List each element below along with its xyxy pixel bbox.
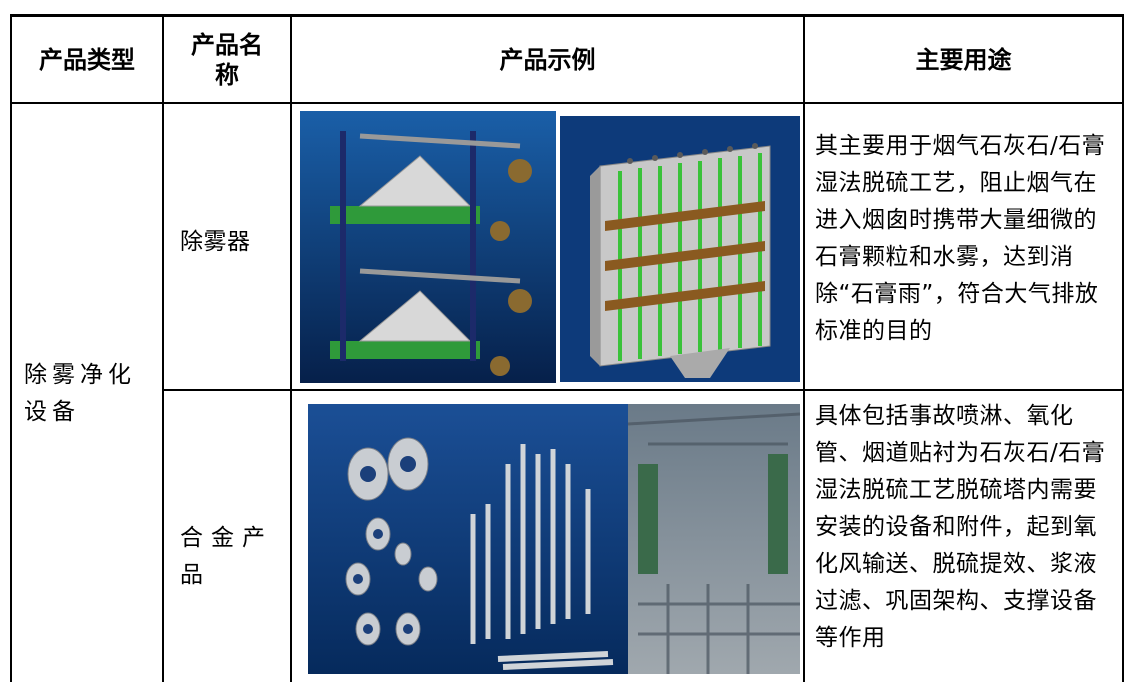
row1-usage: 其主要用于烟气石灰石/石膏湿法脱硫工艺，阻止烟气在进入烟囱时携带大量细微的石膏颗… xyxy=(815,133,1106,344)
table-top-border xyxy=(10,14,1124,17)
row1-bottom-border xyxy=(162,389,1124,391)
header-bottom-border xyxy=(10,102,1124,104)
col1-border xyxy=(162,14,164,682)
header-name: 产品名称 xyxy=(191,30,263,89)
header-usage: 主要用途 xyxy=(915,45,1012,74)
product-table: 产品类型 产品名称 产品示例 主要用途 除雾净化设备 除雾器 xyxy=(10,14,1124,682)
row1-name: 除雾器 xyxy=(180,229,251,255)
header-type: 产品类型 xyxy=(39,45,135,74)
table-left-border xyxy=(10,14,12,682)
alloy-products-image xyxy=(308,404,800,674)
table-right-border xyxy=(1122,14,1124,682)
row2-name: 合金产品 xyxy=(180,525,273,588)
col3-border xyxy=(803,14,805,682)
row2-usage: 具体包括事故喷淋、氧化管、烟道贴衬为石灰石/石膏湿法脱硫工艺脱硫塔内需要安装的设… xyxy=(815,403,1106,651)
header-example: 产品示例 xyxy=(499,45,596,74)
category-cell: 除雾净化设备 xyxy=(24,362,136,425)
col2-border xyxy=(290,14,292,682)
demister-image-1 xyxy=(300,111,556,383)
demister-image-2 xyxy=(560,116,800,382)
